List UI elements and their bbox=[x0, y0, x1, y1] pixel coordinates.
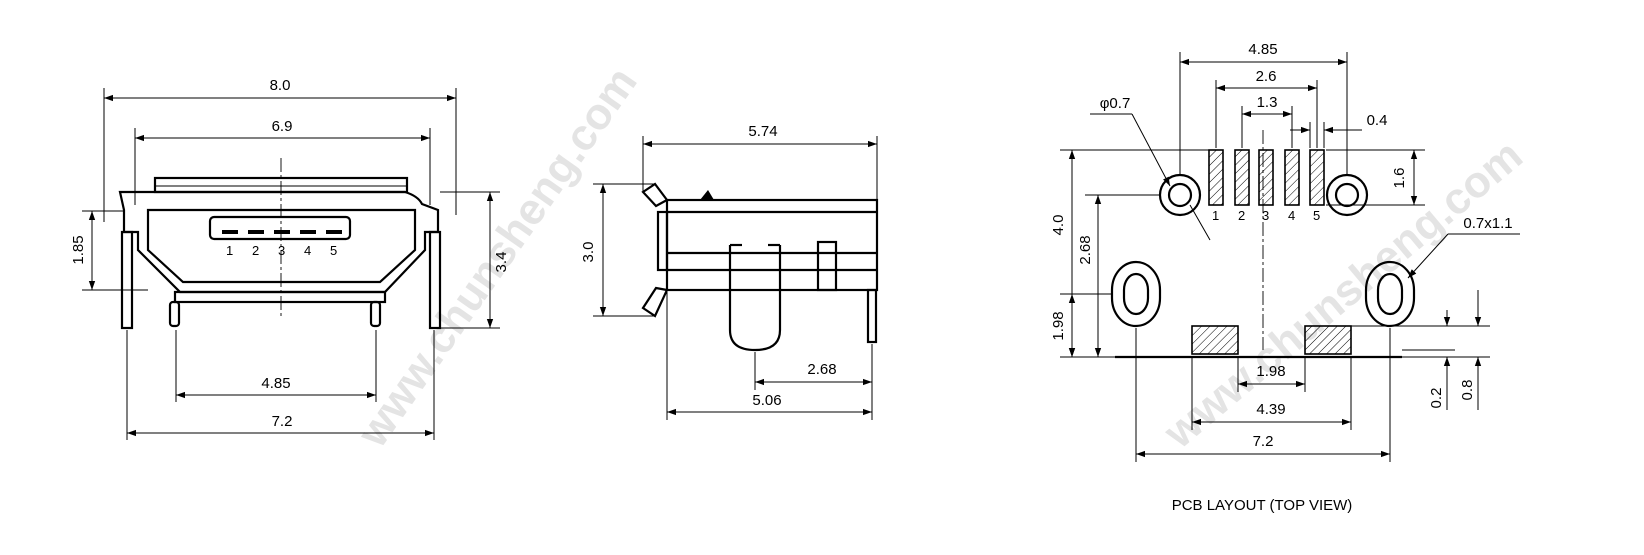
dim-pcb-pad-group: 2.6 bbox=[1256, 68, 1277, 85]
front-view: 1 2 3 4 5 8.0 6.9 1.85 3.4 bbox=[70, 77, 510, 440]
pcb-layout-title: PCB LAYOUT (TOP VIEW) bbox=[1172, 497, 1353, 514]
dim-pcb-tab-gap: 1.98 bbox=[1256, 363, 1285, 380]
dim-front-inner-width: 6.9 bbox=[272, 118, 293, 135]
dim-side-pin-offset: 2.68 bbox=[807, 361, 836, 378]
dim-side-length-top: 5.74 bbox=[748, 123, 777, 140]
dim-front-inner-pin-span: 4.85 bbox=[261, 375, 290, 392]
dim-side-length-bottom: 5.06 bbox=[752, 392, 781, 409]
dim-pcb-pad-span: 4.85 bbox=[1248, 41, 1277, 58]
side-rear-pin bbox=[866, 288, 878, 344]
dim-pcb-height-holes: 2.68 bbox=[1077, 235, 1094, 264]
pcb-hole-left bbox=[1158, 173, 1202, 217]
pcb-tab-left bbox=[1191, 325, 1239, 355]
side-post bbox=[816, 240, 838, 292]
front-pin-5: 5 bbox=[330, 243, 337, 258]
dim-pcb-height-slots: 1.98 bbox=[1050, 311, 1067, 340]
pcb-pin-5: 5 bbox=[1313, 208, 1320, 223]
front-leg-right bbox=[428, 230, 442, 330]
pcb-pin-3: 3 bbox=[1262, 208, 1269, 223]
side-tab-top bbox=[641, 182, 669, 208]
side-tab-bottom bbox=[641, 286, 669, 318]
pcb-pin-2: 2 bbox=[1238, 208, 1245, 223]
pcb-signal-pads bbox=[1208, 149, 1325, 206]
dim-front-height-left: 1.85 bbox=[70, 235, 87, 264]
front-pin-3: 3 bbox=[278, 243, 285, 258]
front-contacts bbox=[222, 230, 342, 234]
dim-pcb-pad-length: 1.6 bbox=[1391, 168, 1408, 189]
pcb-pad-2 bbox=[1234, 149, 1250, 206]
pcb-pad-1 bbox=[1208, 149, 1224, 206]
pcb-pin-4: 4 bbox=[1288, 208, 1295, 223]
front-pin-leg-left bbox=[168, 300, 181, 328]
dim-pcb-outer-span: 7.2 bbox=[1253, 433, 1274, 450]
front-shell bbox=[118, 190, 440, 294]
front-pin-2: 2 bbox=[252, 243, 259, 258]
pcb-pad-3 bbox=[1258, 149, 1274, 206]
pcb-pad-4 bbox=[1284, 149, 1300, 206]
dim-side-height: 3.0 bbox=[580, 242, 597, 263]
dim-pcb-oval-slot: 0.7x1.1 bbox=[1463, 215, 1512, 232]
dim-pcb-edge-offset-b: 0.8 bbox=[1459, 380, 1476, 401]
dim-front-outer-pin-span: 7.2 bbox=[272, 413, 293, 430]
front-pin-4: 4 bbox=[304, 243, 311, 258]
front-leg-left bbox=[120, 230, 134, 330]
pcb-pad-5 bbox=[1309, 149, 1325, 206]
dim-pcb-pad-pitch: 1.3 bbox=[1257, 94, 1278, 111]
pcb-pin-1: 1 bbox=[1212, 208, 1219, 223]
pcb-tab-right bbox=[1304, 325, 1352, 355]
dim-pcb-edge-offset-a: 0.2 bbox=[1428, 388, 1445, 409]
front-bottom-strip bbox=[173, 290, 387, 304]
dim-front-height-right: 3.4 bbox=[493, 252, 510, 273]
watermark-group: www.chunsheng.com www.chunsheng.com bbox=[347, 58, 1531, 458]
dim-pcb-height-total: 4.0 bbox=[1050, 215, 1067, 236]
pcb-hole-right bbox=[1325, 173, 1369, 217]
side-view: 5.74 3.0 2.68 5.06 bbox=[580, 123, 879, 420]
pcb-layout: 1 2 3 4 5 4.85 2.6 1.3 0.4 φ0.7 bbox=[1050, 41, 1520, 514]
front-pin-1: 1 bbox=[226, 243, 233, 258]
front-tongue bbox=[208, 215, 352, 241]
front-pin-leg-right bbox=[369, 300, 382, 328]
side-front-lip bbox=[656, 210, 669, 272]
side-leg bbox=[728, 245, 782, 352]
pcb-slot-left bbox=[1110, 260, 1162, 328]
dim-pcb-hole-diameter: φ0.7 bbox=[1100, 95, 1131, 112]
dim-front-overall-width: 8.0 bbox=[270, 77, 291, 94]
dim-pcb-pad-width: 0.4 bbox=[1367, 112, 1388, 129]
dim-pcb-tab-span: 4.39 bbox=[1256, 401, 1285, 418]
